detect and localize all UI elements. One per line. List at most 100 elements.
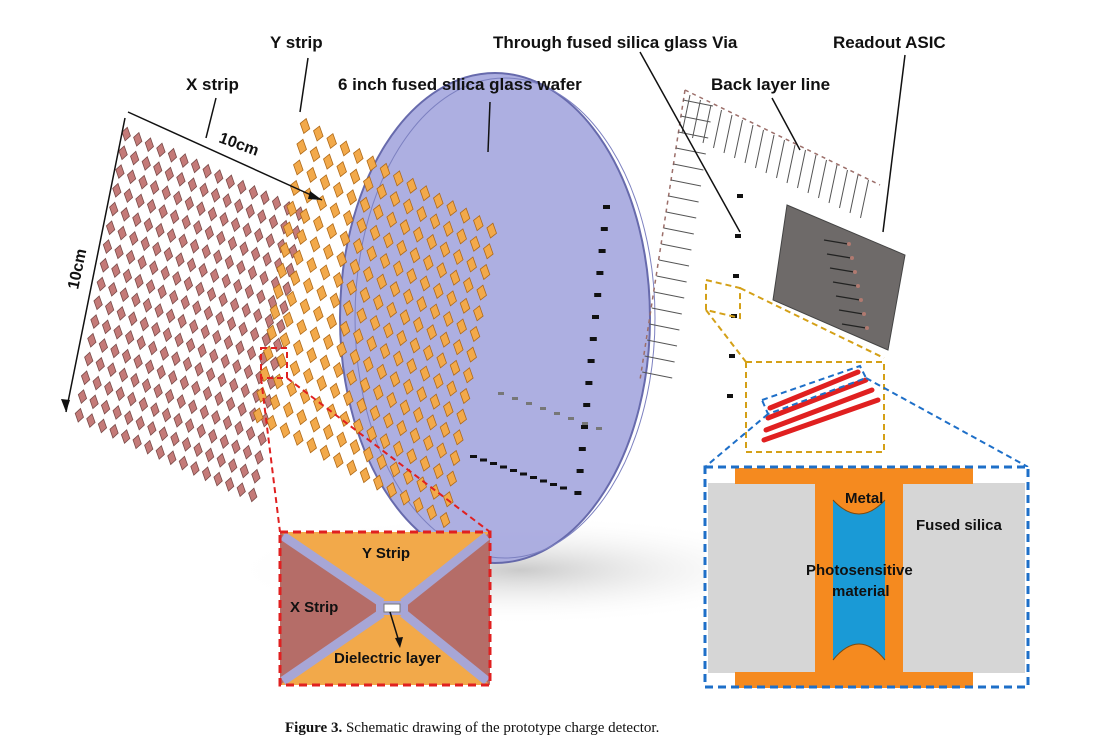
label-via: Through fused silica glass Via — [493, 33, 738, 52]
asic-pin — [835, 295, 861, 301]
via-mark — [540, 407, 546, 410]
x-strip-pad — [202, 163, 212, 179]
y-strip-pad — [416, 386, 427, 403]
y-strip-pad — [419, 275, 431, 292]
x-strip-pad — [187, 177, 198, 193]
y-strip-pad — [363, 356, 374, 373]
y-strip-pad — [346, 369, 357, 386]
y-strip-pad — [343, 209, 354, 227]
x-strip-pad — [172, 270, 182, 286]
via-mark — [510, 469, 517, 472]
x-strip-pad — [171, 351, 181, 367]
x-strip-pad — [142, 297, 153, 313]
y-strip-pad — [483, 243, 494, 260]
via-mark — [594, 293, 602, 297]
y-strip-pad — [283, 401, 294, 418]
x-strip-pad — [256, 289, 266, 305]
x-strip-pad — [225, 476, 235, 492]
y-strip-pad — [443, 310, 454, 328]
x-strip-pad — [213, 471, 223, 487]
y-strip-pad — [379, 252, 391, 270]
y-strip-pad — [296, 318, 307, 336]
y-strip-pad — [376, 183, 387, 200]
y-strip-pad — [426, 324, 437, 341]
x-strip-pad — [197, 343, 207, 359]
y-strip-pad — [446, 470, 457, 487]
via-mark — [587, 359, 595, 363]
x-strip-pad — [261, 332, 271, 348]
y-strip-pad — [306, 166, 317, 183]
x-strip-pad — [124, 410, 134, 426]
y-strip-pad — [423, 344, 434, 361]
back-line-edge — [684, 89, 881, 186]
x-strip-pad — [215, 310, 225, 326]
x-strip-pad — [123, 188, 134, 203]
x-strip-pad — [230, 217, 241, 233]
x-strip-pad — [191, 380, 201, 396]
x-strip-pad — [201, 466, 212, 482]
x-strip-pad — [181, 436, 192, 452]
x-strip-pad — [247, 265, 258, 281]
x-strip-pad — [151, 321, 161, 337]
x-strip-pad — [153, 161, 163, 177]
y-strip-pad — [473, 215, 484, 232]
asic-pin-pad — [847, 242, 851, 246]
x-strip-pad — [119, 287, 129, 303]
y-strip-pad — [369, 314, 381, 332]
y-strip-pad — [419, 455, 431, 472]
y-strip-pad — [393, 260, 404, 277]
back-line — [723, 114, 733, 154]
x-strip-pad — [161, 407, 172, 423]
x-strip-pad — [254, 449, 264, 465]
x-strip-pad — [112, 404, 122, 420]
x-strip-pad — [193, 219, 203, 235]
asic-pin-pad — [865, 326, 869, 330]
y-strip-pad — [413, 316, 424, 333]
label-dim-vertical: 10cm — [65, 247, 90, 291]
inset-label-x-strip: X Strip — [290, 599, 338, 616]
x-strip-pad — [131, 292, 141, 308]
x-strip-pad — [111, 263, 121, 278]
back-line — [765, 134, 775, 174]
x-strip-pad — [150, 179, 160, 195]
x-strip-pad — [147, 420, 157, 436]
back-line — [673, 163, 704, 171]
x-strip-pad — [181, 214, 191, 230]
x-strip-pad — [279, 299, 289, 315]
y-strip-pad — [279, 422, 291, 439]
y-strip-pad — [293, 339, 304, 356]
y-strip-pad — [426, 233, 437, 251]
y-strip-pad — [456, 408, 467, 425]
x-strip-pad — [242, 444, 253, 460]
x-strip-pad — [239, 463, 249, 479]
via-mark — [735, 234, 741, 238]
x-strip-pad — [179, 153, 189, 169]
x-strip-pad — [132, 434, 142, 450]
x-strip-pad — [149, 260, 159, 276]
x-strip-pad — [203, 305, 214, 321]
x-strip-pad — [248, 184, 259, 200]
x-strip-pad — [112, 182, 122, 198]
y-strip-pad — [439, 331, 451, 348]
x-strip-pad — [135, 193, 145, 209]
x-strip-pad — [235, 340, 245, 356]
x-strip-pad — [125, 329, 135, 345]
x-strip-pad — [157, 284, 167, 300]
x-strip-pad — [141, 378, 152, 394]
y-strip-pad — [319, 354, 331, 371]
y-strip-pad — [289, 270, 301, 287]
label-readout-asic: Readout ASIC — [833, 33, 946, 52]
y-strip-pad — [446, 380, 457, 397]
x-strip-pad — [97, 418, 108, 434]
y-strip-pad — [409, 247, 421, 264]
y-strip-pad — [413, 406, 424, 423]
x-strip-pad — [115, 164, 125, 180]
x-strip-pad — [118, 367, 129, 383]
y-strip-pad — [359, 286, 371, 303]
y-strip-pad — [419, 365, 431, 382]
y-strip-pad — [399, 309, 411, 326]
x-strip-pad — [226, 316, 237, 332]
y-strip-pad — [359, 467, 371, 484]
y-strip-pad — [386, 391, 397, 409]
